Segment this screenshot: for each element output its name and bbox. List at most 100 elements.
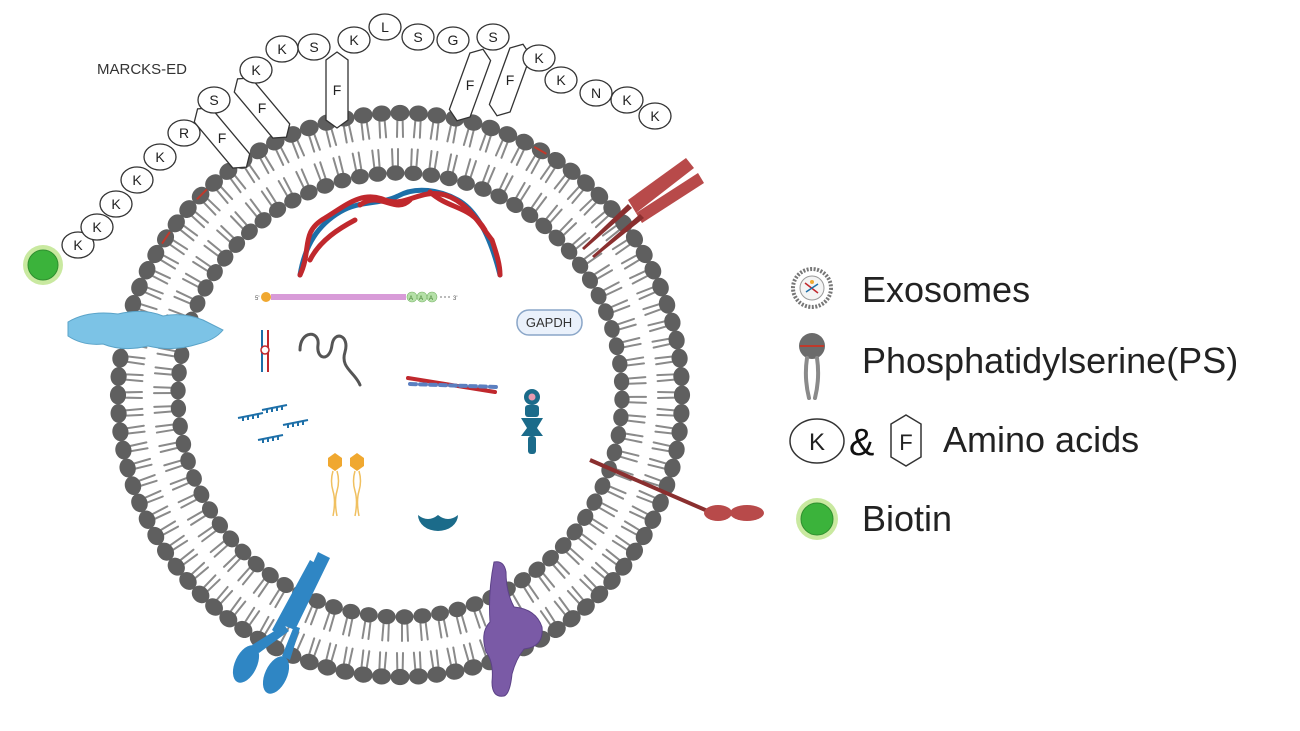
amino-acid-letter: L xyxy=(381,19,389,35)
lipid xyxy=(612,354,645,373)
lipid xyxy=(153,363,187,382)
lipid xyxy=(156,534,189,561)
ps-mark xyxy=(196,188,208,200)
lipid xyxy=(608,336,642,356)
lipid xyxy=(629,261,662,285)
lipid xyxy=(457,158,478,191)
lipid xyxy=(614,390,648,409)
purple-protein-icon xyxy=(483,561,543,697)
lipid xyxy=(317,642,338,676)
lipid xyxy=(244,198,272,229)
lipid xyxy=(651,440,685,460)
lipid xyxy=(654,422,688,442)
lipid xyxy=(656,403,690,423)
amino-acid-f-icon: F xyxy=(890,414,922,467)
amino-acid-letter: F xyxy=(258,100,267,116)
lipid xyxy=(553,596,581,628)
lipid xyxy=(647,457,681,478)
lipid xyxy=(138,505,171,529)
amino-acid-k-icon: K xyxy=(789,418,845,464)
lipid xyxy=(342,603,361,637)
amino-acid-k: K xyxy=(265,35,299,63)
lipid xyxy=(119,457,153,478)
amino-acid-k: K xyxy=(61,231,95,259)
amino-acid-g: G xyxy=(436,26,470,54)
lipid xyxy=(353,649,373,683)
lipid xyxy=(124,474,158,496)
lipid xyxy=(390,104,410,138)
gapdh-badge: GAPDH xyxy=(516,309,583,336)
amino-acid-letter: K xyxy=(650,108,660,124)
lipid xyxy=(191,574,221,604)
amino-acid-f: F xyxy=(448,48,492,122)
amino-acid-letter: K xyxy=(111,196,121,212)
lipid xyxy=(566,523,597,551)
lipid xyxy=(613,372,647,391)
amino-acid-letter: S xyxy=(488,29,497,45)
biotin-icon xyxy=(796,498,838,540)
lipid xyxy=(513,572,540,603)
lipid xyxy=(234,606,261,639)
legend: Exosomes Phosphatidylserine(PS) K & F Am… xyxy=(789,267,1238,540)
lipid xyxy=(112,422,146,442)
lipid xyxy=(115,440,149,460)
lipid xyxy=(465,596,487,629)
amino-acid-k: K xyxy=(610,86,644,114)
lipid xyxy=(173,290,206,313)
amino-acid-k: K xyxy=(638,102,672,130)
lipid xyxy=(613,408,647,427)
lipid xyxy=(110,403,144,423)
lipid xyxy=(299,637,321,671)
lipid xyxy=(372,105,392,139)
lipid xyxy=(590,281,623,305)
legend-f-symbol: F xyxy=(899,430,912,455)
lipid xyxy=(147,520,180,546)
amino-acid-k: K xyxy=(80,213,114,241)
amino-acid-letter: K xyxy=(534,50,544,66)
lipid xyxy=(237,555,265,586)
poly-a-1: A xyxy=(409,296,413,302)
lipid xyxy=(408,651,428,685)
lipid xyxy=(205,585,234,616)
lipid xyxy=(404,148,423,182)
lipid xyxy=(335,646,355,680)
lipid xyxy=(427,649,447,683)
lipid xyxy=(566,585,595,616)
amino-acid-letter: K xyxy=(92,219,102,235)
amino-acid-s: S xyxy=(197,86,231,114)
phospholipid-ps-icon xyxy=(799,333,825,400)
amino-acid-k: K xyxy=(522,44,556,72)
lipid xyxy=(413,608,432,642)
lipid xyxy=(579,186,609,216)
lipid xyxy=(601,548,633,576)
lipid xyxy=(359,607,378,640)
lipid xyxy=(153,399,187,418)
lipid xyxy=(586,493,618,518)
lipid xyxy=(350,151,369,185)
amino-acid-s: S xyxy=(401,23,435,51)
lipid xyxy=(112,348,146,368)
amino-acid-k: K xyxy=(544,66,578,94)
lipid xyxy=(462,114,483,148)
lipid xyxy=(395,609,414,643)
hairpin-rna-icon xyxy=(260,330,270,372)
lipid xyxy=(179,200,210,229)
lipid xyxy=(510,133,534,166)
lipid xyxy=(167,548,199,576)
blue-receptor-icon xyxy=(232,552,330,694)
rna-5prime: 5' xyxy=(255,296,259,302)
lipid xyxy=(611,534,644,561)
amino-acid-letter: K xyxy=(277,41,287,57)
lipid xyxy=(299,119,321,153)
lipid xyxy=(528,561,556,592)
lipid xyxy=(642,294,676,316)
lipid xyxy=(295,168,318,201)
lipid xyxy=(158,434,192,454)
lipid xyxy=(611,229,644,256)
amino-acid-s: S xyxy=(297,33,331,61)
lipid xyxy=(332,155,352,189)
lipid xyxy=(579,574,609,604)
amino-acid-letter: R xyxy=(179,125,189,141)
protein-fiber-icon xyxy=(406,376,499,394)
amino-acid-n: N xyxy=(579,79,613,107)
